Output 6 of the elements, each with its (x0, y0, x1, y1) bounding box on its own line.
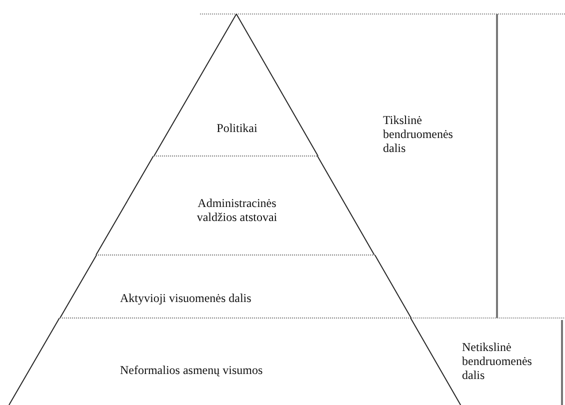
tier-label: Administracinės valdžios atstovai (196, 196, 278, 224)
bracket-label: Netikslinė bendruomenės dalis (462, 340, 533, 382)
bracket-label: Tikslinė bendruomenės dalis (383, 113, 454, 155)
tier-label: Politikai (216, 121, 258, 135)
tier-label: Neformalios asmenų visumos (120, 363, 263, 377)
tier-label: Aktyvioji visuomenės dalis (120, 291, 252, 305)
